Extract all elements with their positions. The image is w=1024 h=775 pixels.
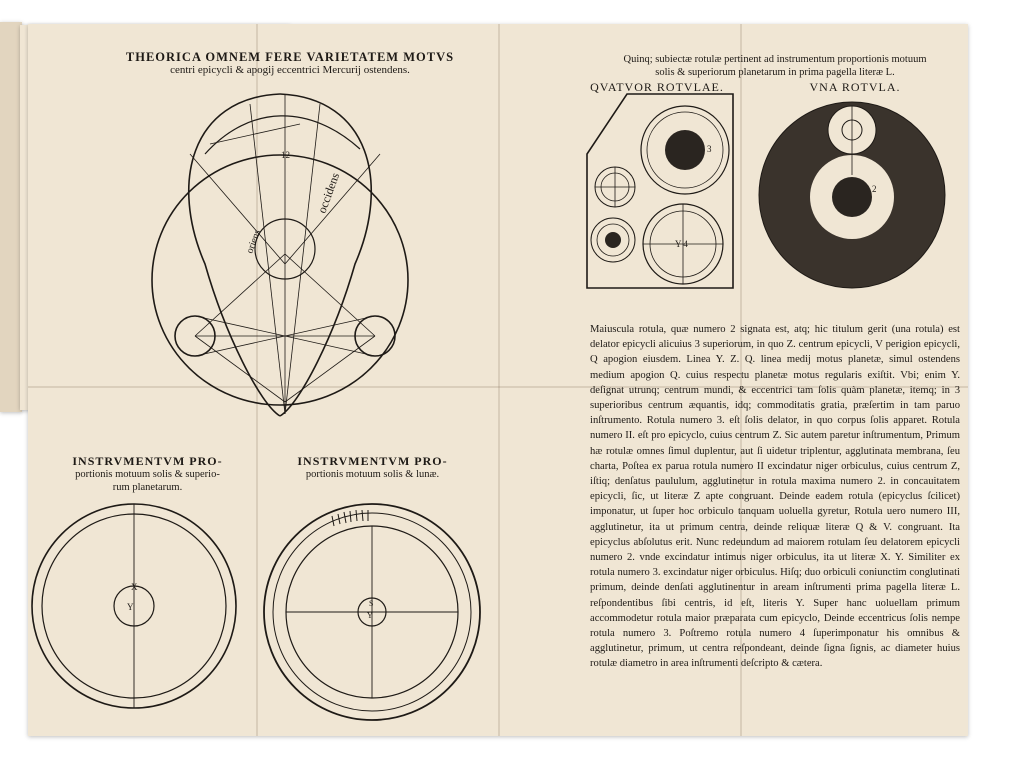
eccentric-orbit-left xyxy=(187,93,281,417)
rotulae-body-text: Maiuscula rotula, quæ numero 2 signata e… xyxy=(590,324,960,670)
left-dial-label-y: Y xyxy=(127,602,134,612)
right-dial-label-y: Y xyxy=(367,611,373,620)
fold-line-horizontal xyxy=(28,386,968,388)
rotula-label-4: Y 4 xyxy=(675,239,688,249)
quatuor-rotulae-panel: 3 Y 4 xyxy=(586,93,734,289)
fold-line-vertical-1 xyxy=(256,24,258,736)
instrumentum-left-subtitle-1: portionis motuum solis & superio- xyxy=(75,469,220,480)
una-rotula-heading: VNA ROTVLA. xyxy=(809,80,901,94)
instrumentum-left-subtitle-2: rum planetarum. xyxy=(112,482,183,493)
eccentric-orbit-right xyxy=(279,93,373,417)
fold-line-vertical-2 xyxy=(498,24,500,736)
quatuor-rotulae-heading: QVATVOR ROTVLAE. xyxy=(590,80,724,94)
left-dial: X Y xyxy=(31,503,237,709)
left-dial-label-x: X xyxy=(131,582,138,592)
theorica-subtitle: centri epicycli & apogij eccentrici Merc… xyxy=(170,64,410,76)
theorica-number-12: 12 xyxy=(281,150,290,160)
theorica-diagram: 12 occidens oriens xyxy=(151,93,409,417)
oriens-label: oriens xyxy=(244,228,263,255)
rotula-label-3: 3 xyxy=(707,144,712,154)
instrumentum-left-title: INSTRVMENTVM PRO- xyxy=(72,454,223,468)
una-rotula-label-2: 2 xyxy=(872,184,877,194)
instrumentum-right-subtitle: portionis motuum solis & lunæ. xyxy=(305,469,440,480)
right-dial-label-s: S xyxy=(369,599,373,608)
inner-mean-orbit xyxy=(204,115,361,155)
una-rotula-disc: 2 xyxy=(758,101,946,289)
occidens-label: occidens xyxy=(315,170,343,215)
theorica-title: THEORICA OMNEM FERE VARIETATEM MOTVS xyxy=(125,50,455,64)
rotulae-header-line-1: Quinq; subiectæ rotulæ pertinent ad inst… xyxy=(623,54,927,65)
book-edge-strip xyxy=(0,22,22,412)
fold-line-vertical-3 xyxy=(740,24,742,736)
right-dial: S Y xyxy=(263,503,481,721)
deferent-outer-orbit xyxy=(151,154,409,406)
rotulae-header-line-2: solis & superiorum planetarum in prima p… xyxy=(655,67,895,78)
instrumentum-right-title: INSTRVMENTVM PRO- xyxy=(297,454,448,468)
